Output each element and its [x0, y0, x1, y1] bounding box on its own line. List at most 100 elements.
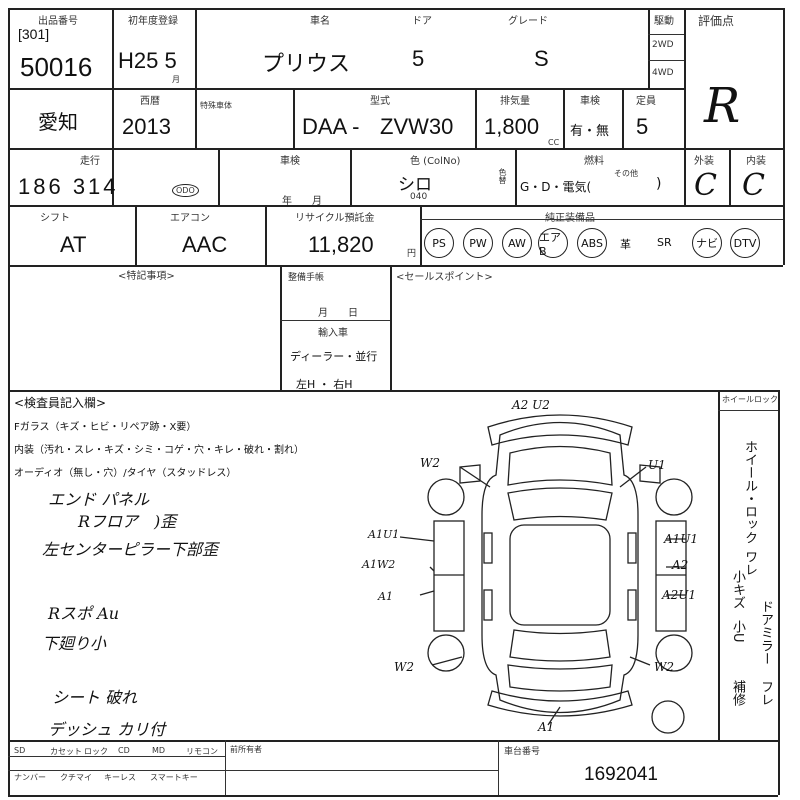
diag-mark-left-rear-wheel: W2: [394, 660, 414, 674]
rating-value: R: [704, 78, 741, 134]
legend-glass: Fガラス（キズ・ヒビ・リペア跡・X要）: [14, 422, 197, 433]
option-2: AW: [502, 228, 532, 258]
diag-mark-right-rear: A2U1: [662, 588, 697, 602]
year-label: 西暦: [140, 96, 160, 107]
equipment-cell-3: CD: [118, 746, 130, 755]
equipment-cell-8: キーレス: [104, 773, 136, 782]
option-1: PW: [463, 228, 493, 258]
inspector-label: <検査員記入欄>: [14, 396, 107, 410]
diag-mark-right-mirror: U1: [648, 458, 666, 472]
inspection-label: 車検: [580, 96, 600, 107]
month-day: 月 日: [318, 308, 358, 319]
car-name-value: プリウス: [262, 51, 351, 76]
recycle-label: リサイクル預託金: [295, 213, 375, 224]
first-reg-label: 初年度登録: [128, 16, 178, 27]
equipment-cell-5: リモコン: [186, 747, 218, 756]
diag-mark-right-rear-wheel: W2: [654, 660, 674, 674]
side-small-u: 小U: [730, 620, 745, 643]
rating-label: 評価点: [698, 14, 735, 28]
recycle-value: 11,820: [308, 232, 374, 257]
fuel-value: G・D・電気(: [520, 180, 592, 194]
interior-label: 内装: [746, 156, 766, 167]
side-shake: フレ: [758, 680, 773, 706]
first-reg-value: H25 5: [118, 48, 177, 73]
diag-mark-right-door1: A1U1: [664, 532, 699, 546]
note-line-7: デッシュ カリ付: [48, 720, 166, 739]
color-change-label: 色替: [498, 168, 507, 184]
year-value: 2013: [122, 114, 171, 139]
model-label: 型式: [370, 96, 390, 107]
diag-mark-rear: A1: [538, 720, 555, 734]
diag-mark-left-door1: A1U1: [368, 528, 400, 541]
prev-owner-label: 前所有者: [230, 745, 262, 754]
note-line-2: Rフロア )歪: [78, 512, 177, 531]
side-wheel-lock: ホイール・ロック: [742, 440, 757, 544]
exterior-label: 外装: [694, 156, 714, 167]
grade-label: グレード: [508, 16, 548, 27]
body-number: 1692041: [584, 764, 658, 785]
note-line-5: 下廻り小: [42, 634, 107, 653]
drive-label: 駆動: [654, 16, 674, 27]
inspection-value: 有・無: [570, 124, 610, 139]
option-0: PS: [424, 228, 454, 258]
note-line-3: 左センターピラー下部歪: [42, 540, 219, 559]
history-ym: 年 月: [282, 196, 322, 207]
legend-interior: 内装（汚れ・スレ・キズ・シミ・コゲ・穴・キレ・破れ・割れ）: [14, 445, 304, 456]
options-label: 純正装備品: [545, 213, 595, 224]
yen-unit: 円: [407, 249, 417, 259]
option-5: 革: [620, 238, 631, 251]
fuel-close: ): [656, 176, 662, 192]
body-no-label: 車台番号: [504, 747, 541, 757]
diag-mark-left-door2: A1W2: [362, 558, 396, 571]
cc-unit: CC: [548, 138, 560, 147]
note-line-6: シート 破れ: [52, 688, 138, 707]
wheel-lock-label: ホイールロック: [722, 395, 778, 404]
exterior-value: C: [694, 168, 717, 203]
sales-point-label: <セールスポイント>: [396, 272, 493, 283]
equipment-cell-1: カセット: [50, 747, 82, 756]
diag-mark-front: A2 U2: [512, 398, 550, 412]
equipment-cell-2: ロック: [84, 747, 108, 756]
diag-mark-left-rear: A1: [378, 590, 393, 603]
interior-value: C: [742, 168, 765, 203]
drive-4wd: 4WD: [652, 68, 674, 78]
model-prefix: DAA -: [302, 114, 360, 139]
region-value: 愛知: [38, 112, 78, 134]
fuel-other: その他: [614, 169, 638, 178]
exhibit-no-label: 出品番号: [38, 16, 78, 27]
import-handle: 左H ・ 右H: [296, 378, 353, 391]
model-code: ZVW30: [380, 114, 454, 139]
capacity-value: 5: [636, 114, 649, 139]
equipment-cell-4: MD: [152, 746, 166, 755]
maintenance-label: 整備手帳: [288, 273, 325, 283]
doors-value: 5: [412, 46, 425, 71]
option-7: ナビ: [692, 228, 722, 258]
color-value: シロ: [398, 175, 432, 194]
color-no: 040: [410, 192, 428, 202]
import-label: 輸入車: [318, 328, 348, 339]
history-label: 車検: [280, 156, 300, 167]
mileage-label: 走行: [80, 156, 100, 167]
diag-mark-left-mirror: W2: [420, 456, 440, 470]
equipment-cell-0: SD: [14, 746, 26, 755]
diag-mark-right-door2: A2: [672, 558, 689, 572]
grade-value: S: [534, 46, 549, 71]
car-name-label: 車名: [310, 16, 330, 27]
note-line-1: エンド パネル: [48, 490, 150, 509]
color-label: 色 (ColNo): [410, 156, 461, 167]
notes-label: <特記事項>: [118, 271, 175, 282]
shift-label: シフト: [40, 213, 70, 224]
exhibit-number: 50016: [20, 52, 93, 82]
shift-value: AT: [60, 232, 87, 257]
option-4: ABS: [577, 228, 607, 258]
mileage-value: 186 314: [18, 174, 119, 199]
note-line-4: Rスポ Au: [48, 604, 119, 623]
capacity-label: 定員: [636, 96, 656, 107]
option-8: DTV: [730, 228, 760, 258]
legend-audio: オーディオ（無し・穴）/タイヤ（スタッドレス）: [14, 468, 237, 479]
equipment-cell-9: スマートキー: [150, 773, 198, 782]
month-suffix: 月: [172, 75, 180, 84]
side-small-scratch: 小キズ: [730, 570, 745, 609]
doors-label: ドア: [412, 16, 432, 27]
equipment-cell-7: クチマイ: [60, 773, 92, 782]
